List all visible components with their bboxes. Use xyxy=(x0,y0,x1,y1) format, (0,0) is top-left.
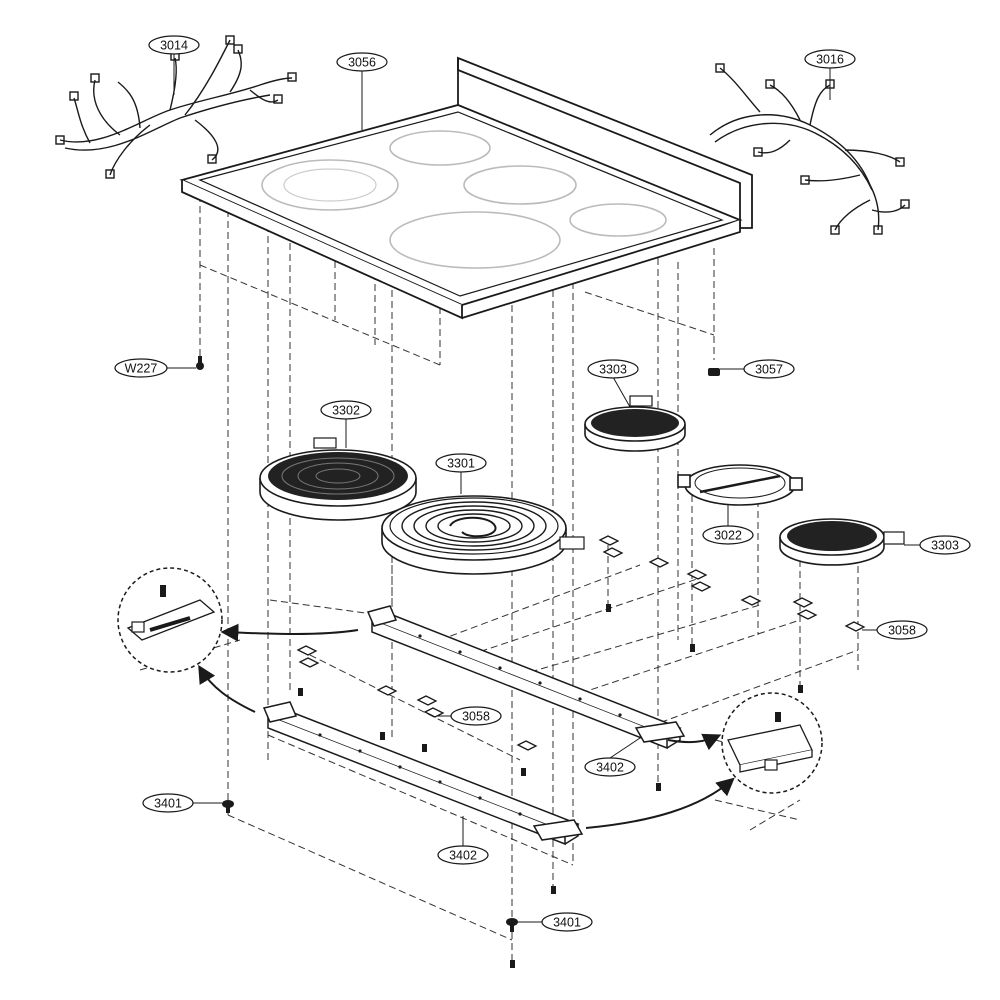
detail-arrows xyxy=(198,623,735,829)
part-labels: 3014 3056 3016 W227 3057 xyxy=(114,35,971,932)
radiant-element-3303-rear xyxy=(584,395,686,452)
label-element-small-front: 3303 xyxy=(904,535,971,555)
svg-text:3402: 3402 xyxy=(449,849,477,863)
screw-3401-left xyxy=(222,800,234,813)
radiant-element-3303-front xyxy=(779,518,905,566)
screw-w227 xyxy=(196,356,204,370)
label-harness-right: 3016 xyxy=(804,49,856,100)
label-clip-center: 3058 xyxy=(437,706,502,726)
limiter-plate-3022 xyxy=(677,464,803,506)
label-screw-right: 3057 xyxy=(720,359,795,379)
label-clip-right: 3058 xyxy=(862,620,928,640)
mounting-clips-3058 xyxy=(296,535,866,751)
label-cooktop-glass: 3056 xyxy=(336,52,388,130)
label-element-dual-center: 3301 xyxy=(435,453,487,494)
svg-text:3057: 3057 xyxy=(755,363,783,377)
svg-text:W227: W227 xyxy=(125,362,158,376)
wire-harness-right xyxy=(709,63,910,235)
svg-text:3022: 3022 xyxy=(714,529,742,543)
svg-text:3058: 3058 xyxy=(888,624,916,638)
label-limiter-plate: 3022 xyxy=(702,505,754,545)
svg-text:3056: 3056 xyxy=(348,56,376,70)
svg-text:3014: 3014 xyxy=(160,39,188,53)
support-bracket-3402-front xyxy=(262,701,584,846)
support-bracket-3402-rear xyxy=(366,605,686,750)
svg-text:3402: 3402 xyxy=(596,761,624,775)
detail-view-left xyxy=(117,567,223,673)
label-screw-front-left: 3401 xyxy=(142,793,222,813)
radiant-element-3301 xyxy=(381,495,585,575)
assembly-guide-lines xyxy=(129,195,859,965)
label-screw-left: W227 xyxy=(114,358,196,378)
label-harness-left: 3014 xyxy=(148,35,200,95)
label-element-large-left: 3302 xyxy=(320,400,372,448)
radiant-element-3302 xyxy=(259,437,417,521)
svg-text:3301: 3301 xyxy=(447,457,475,471)
svg-text:3401: 3401 xyxy=(154,797,182,811)
svg-text:3058: 3058 xyxy=(462,710,490,724)
small-screws xyxy=(298,604,803,968)
svg-text:3303: 3303 xyxy=(931,539,959,553)
svg-text:3303: 3303 xyxy=(599,363,627,377)
detail-view-right xyxy=(721,692,823,794)
wire-harness-left xyxy=(55,35,297,179)
label-bracket-rear: 3402 xyxy=(584,737,641,777)
label-screw-front-bottom: 3401 xyxy=(518,912,593,932)
label-element-small-rear: 3303 xyxy=(587,359,639,408)
screw-3401-bottom xyxy=(506,918,518,932)
svg-text:3401: 3401 xyxy=(553,916,581,930)
svg-text:3016: 3016 xyxy=(816,53,844,67)
screw-3057 xyxy=(708,368,720,376)
label-bracket-front: 3402 xyxy=(437,816,489,865)
svg-text:3302: 3302 xyxy=(332,404,360,418)
cooktop-glass xyxy=(179,56,753,320)
